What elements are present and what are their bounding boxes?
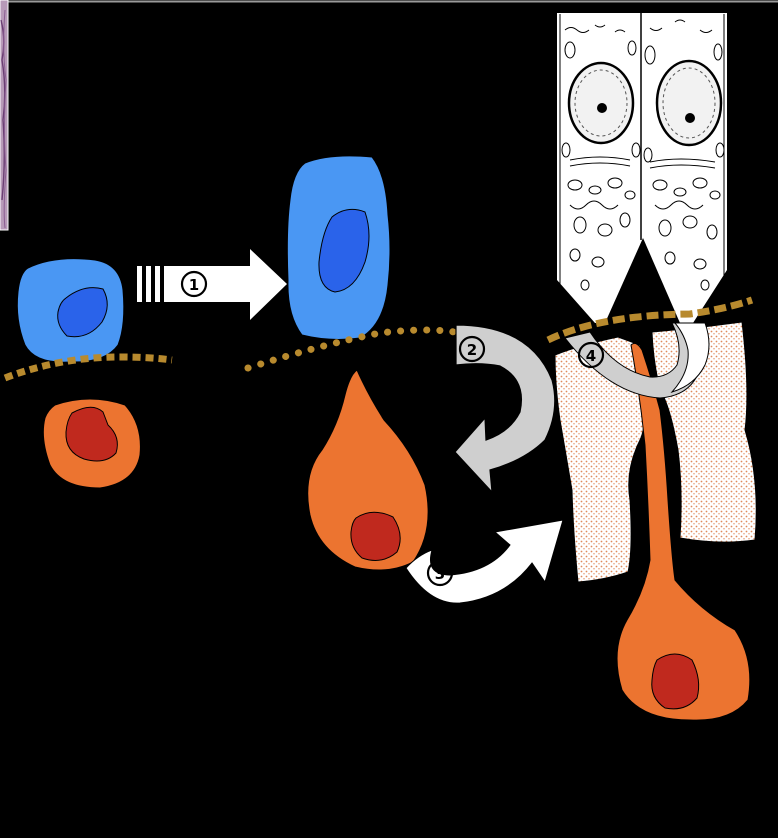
step-3-badge — [426, 559, 454, 587]
membrane-right — [546, 296, 754, 344]
red-nucleus — [350, 511, 401, 561]
step-1-label: 1 — [189, 276, 199, 294]
basal-wedge-left — [557, 280, 595, 323]
arrow-step-3: 3 — [405, 519, 564, 604]
orange-cell-with-process — [616, 342, 751, 721]
membrane-middle — [244, 326, 464, 372]
blue-nucleus — [318, 208, 370, 293]
step-4-badge — [577, 341, 605, 369]
step-3-label: 3 — [435, 565, 445, 583]
histology-image-fragment — [0, 0, 9, 231]
red-nucleus — [65, 406, 118, 462]
red-nucleus — [651, 653, 700, 710]
arrow-step-1: 1 — [137, 249, 287, 320]
epithelial-cells-drawing — [557, 13, 727, 323]
step-1-badge — [180, 270, 208, 298]
step-2-badge — [458, 335, 486, 363]
epithelial-nucleus-left — [567, 61, 635, 145]
epithelial-nucleus-right — [655, 59, 723, 147]
step-4-label: 4 — [586, 347, 596, 365]
step-2-label: 2 — [467, 341, 477, 359]
large-blue-cell — [286, 155, 391, 340]
small-orange-cell — [42, 398, 141, 489]
migrating-orange-cell — [307, 369, 429, 571]
arrow-step-2: 2 — [454, 324, 556, 494]
arrow-step-4: 4 — [564, 322, 710, 399]
membrane-left — [3, 353, 173, 382]
small-blue-cell — [16, 258, 125, 363]
basal-wedge-middle — [605, 238, 680, 323]
blue-nucleus — [57, 287, 108, 338]
